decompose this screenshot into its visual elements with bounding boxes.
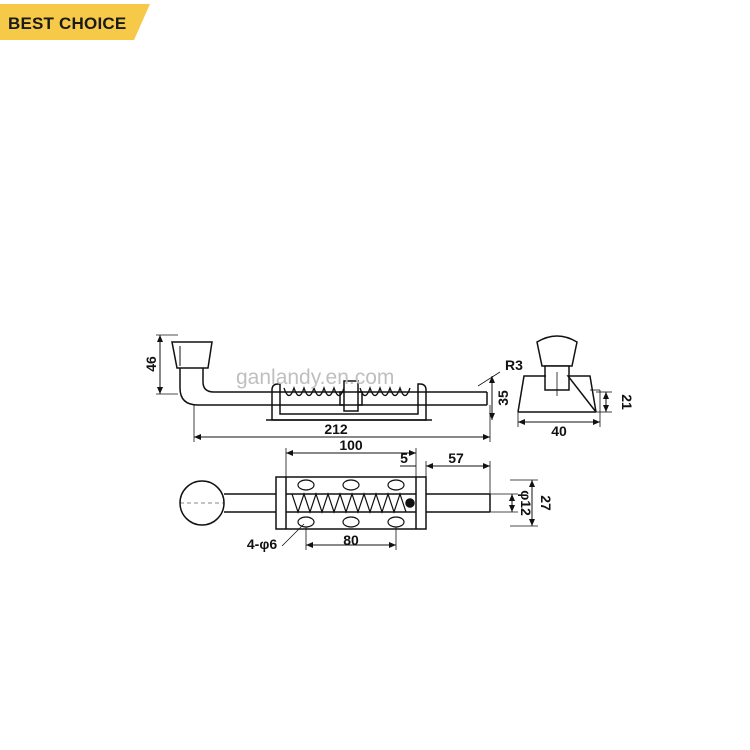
end-knob	[536, 335, 578, 367]
mounting-holes	[297, 479, 405, 528]
badge-background	[0, 4, 150, 40]
top-spring	[291, 492, 407, 514]
side-handle	[179, 368, 272, 406]
dim-80: 80	[343, 532, 359, 548]
side-bracket	[271, 383, 427, 421]
side-view	[156, 334, 501, 442]
dim-5: 5	[400, 450, 408, 466]
dim-57: 57	[448, 450, 464, 466]
badge-label: BEST CHOICE	[8, 14, 127, 33]
side-spring	[283, 385, 411, 397]
dim-100: 100	[339, 437, 363, 453]
best-choice-badge: BEST CHOICE	[0, 4, 150, 40]
end-base	[517, 375, 597, 413]
dim-phi12: φ12	[518, 490, 534, 516]
side-knob	[171, 341, 213, 369]
end-view	[517, 335, 612, 427]
dim-21: 21	[619, 394, 635, 410]
dim-35: 35	[495, 390, 511, 406]
dim-46: 46	[143, 356, 159, 372]
dim-212: 212	[324, 421, 348, 437]
top-view	[179, 448, 538, 550]
dimension-labels: 46 R3 35 212 40 21 100 5 57 φ12 27 4-φ6 …	[143, 356, 635, 552]
dim-r3: R3	[505, 357, 523, 373]
dim-holes: 4-φ6	[247, 536, 277, 552]
dim-40: 40	[551, 423, 567, 439]
dim-27: 27	[538, 495, 554, 511]
watermark: ganlandy.en.com	[236, 366, 394, 389]
